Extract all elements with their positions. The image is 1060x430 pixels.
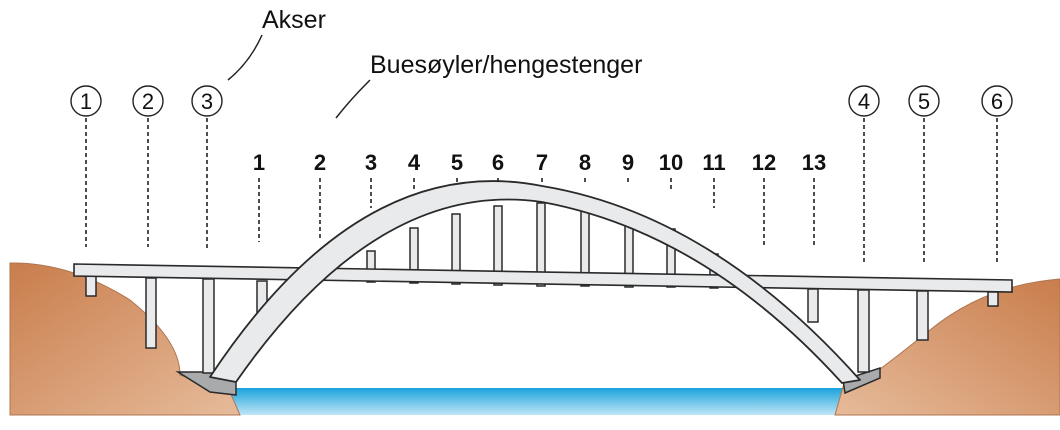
column — [857, 289, 870, 373]
axis-marker: 2 — [132, 85, 164, 117]
hanger — [536, 202, 546, 287]
axis-marker: 5 — [908, 85, 940, 117]
hanger — [493, 205, 503, 286]
post-number: 13 — [802, 150, 826, 175]
bridge-arch — [209, 180, 861, 384]
axis-marker: 3 — [191, 85, 223, 117]
post-number: 9 — [622, 150, 634, 175]
post-number: 6 — [492, 150, 504, 175]
post-number: 1 — [253, 150, 265, 175]
post-number: 10 — [659, 150, 683, 175]
axis-number: 6 — [991, 89, 1003, 114]
posts-leader-line — [335, 79, 371, 119]
axis-marker: 1 — [70, 85, 102, 117]
post-number: 2 — [314, 150, 326, 175]
posts-label: Buesøyler/hengestenger — [370, 51, 642, 79]
column — [145, 277, 157, 349]
post-number: 4 — [408, 150, 421, 175]
hanger — [366, 250, 376, 283]
axis-markers: 1 2 3 4 5 6 — [70, 85, 1013, 117]
post-dashed-lines — [258, 178, 815, 248]
axis-number: 2 — [142, 89, 154, 114]
axis-number: 4 — [858, 89, 870, 114]
column — [916, 290, 929, 341]
post-number: 8 — [579, 150, 591, 175]
axis-number: 5 — [918, 89, 930, 114]
axis-number: 1 — [80, 89, 92, 114]
post-markers: 1 2 3 4 5 6 7 8 9 10 11 12 13 — [253, 150, 826, 175]
axes-leader-line — [227, 34, 263, 81]
post-number: 12 — [752, 150, 776, 175]
post-number: 11 — [702, 150, 725, 175]
left-hillside — [9, 262, 241, 416]
hangers — [366, 202, 719, 289]
axis-marker: 4 — [848, 85, 880, 117]
column — [85, 275, 97, 297]
axes-label: Akser — [262, 6, 326, 34]
hanger — [451, 213, 461, 285]
axis-number: 3 — [201, 89, 213, 114]
axis-dashed-lines — [85, 118, 998, 262]
column — [987, 291, 999, 307]
water — [220, 388, 860, 415]
axis-marker: 6 — [981, 85, 1013, 117]
post-number: 7 — [536, 150, 548, 175]
column — [202, 278, 215, 374]
column — [807, 288, 819, 323]
hanger — [409, 227, 419, 284]
post-number: 3 — [365, 150, 377, 175]
post-number: 5 — [451, 150, 463, 175]
